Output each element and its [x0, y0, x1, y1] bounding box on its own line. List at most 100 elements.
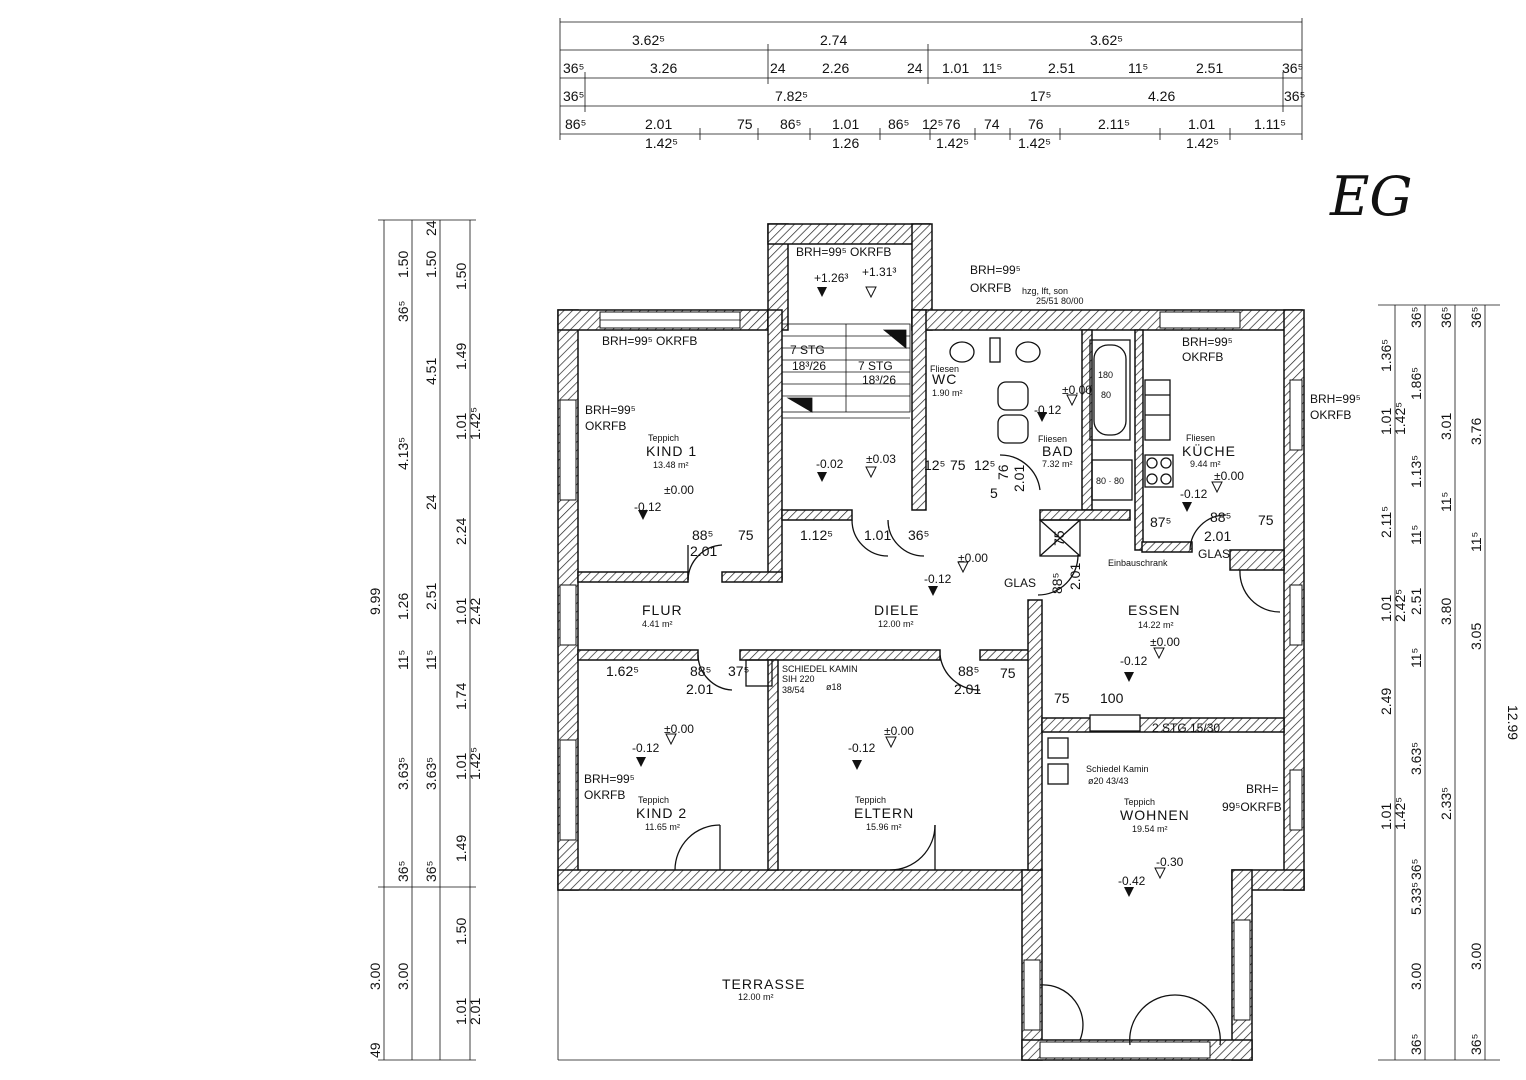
top-dim: 17⁵ [1030, 88, 1051, 104]
right-dim: 36⁵ [1468, 307, 1484, 328]
level-markers [636, 286, 1223, 897]
opening-dim: 75 [1000, 665, 1016, 681]
wall [767, 223, 931, 245]
opening-dim: 75 [738, 527, 754, 543]
opening-dim: 75 [950, 457, 966, 473]
left-dim: 2.42 [467, 598, 483, 625]
opening-dim: 36⁵ [908, 527, 929, 543]
level-value: ±0.00 [1062, 383, 1092, 397]
left-dim: 1.74 [453, 683, 469, 710]
bathtub-size: 80 [1101, 390, 1111, 400]
room-floor-type: Fliesen [930, 364, 959, 374]
shower-size: 80 · 80 [1096, 476, 1124, 486]
level-value: +1.26³ [814, 271, 848, 285]
top-dim: 1.11⁵ [1254, 116, 1286, 132]
left-dim: 1.49 [453, 835, 469, 862]
right-dim: 36⁵ [1438, 307, 1454, 328]
right-dim: 2.33⁵ [1438, 787, 1454, 820]
level-marker-icon [665, 733, 677, 746]
top-dim: 3.26 [650, 60, 677, 76]
level-marker-icon [1124, 672, 1134, 682]
level-marker-icon [636, 757, 646, 767]
opening-dim: 2.01 [1067, 563, 1083, 590]
room-area: 9.44 m² [1190, 459, 1221, 469]
brh-note: OKRFB [585, 419, 626, 433]
room-name: FLUR [642, 602, 683, 618]
right-dim: 3.00 [1468, 943, 1484, 970]
opening-dim: 75 [1258, 512, 1274, 528]
right-dim: 36⁵ [1408, 859, 1424, 880]
glass-note: GLAS [1198, 547, 1230, 561]
level-marker-icon [1037, 412, 1047, 422]
wall [781, 509, 853, 521]
opening-dim: 1.01 [864, 527, 891, 543]
left-dim: 3.63⁵ [395, 757, 411, 790]
top-dim: 86⁵ [780, 116, 801, 132]
opening-dim: 1.62⁵ [606, 663, 639, 679]
wall [577, 649, 699, 661]
right-dim: 2.42⁵ [1392, 589, 1408, 622]
opening-dim: 37⁵ [728, 663, 749, 679]
opening-dim: 100 [1100, 690, 1124, 706]
bathtub-size: 180 [1098, 370, 1113, 380]
right-dimension-labels: 1.36⁵ 1.01 1.42⁵ 1.13⁵ 2.11⁵ 1.01 2.42⁵ … [1378, 307, 1521, 1055]
right-dim: 36⁵ [1408, 1034, 1424, 1055]
left-dim: 1.01 [453, 413, 469, 440]
left-dim: 36⁵ [423, 861, 439, 882]
right-dim: 1.01 [1378, 595, 1394, 622]
duct-note: hzg, lft, son [1022, 286, 1068, 296]
level-marker-icon [638, 510, 648, 520]
top-dim: 1.42⁵ [1186, 135, 1219, 151]
cabinet-note: Einbauschrank [1108, 558, 1168, 568]
top-dim: 76 [1028, 116, 1044, 132]
right-dim: 3.80 [1438, 598, 1454, 625]
wall [739, 649, 941, 661]
top-dim: 36⁵ [1284, 88, 1305, 104]
level-value: -0.12 [1180, 487, 1208, 501]
brh-note: OKRFB [1310, 408, 1351, 422]
room-floor-type: Fliesen [1038, 434, 1067, 444]
level-value: -0.12 [848, 741, 876, 755]
brh-note: BRH=99⁵ OKRFB [796, 245, 891, 259]
top-dim: 2.26 [822, 60, 849, 76]
staircase [781, 323, 911, 419]
top-dim: 2.11⁵ [1098, 116, 1130, 132]
left-dim: 1.42⁵ [467, 747, 483, 780]
top-dim: 12⁵ [922, 116, 943, 132]
brh-note: BRH=99⁵ [585, 403, 636, 417]
level-marker-icon [957, 561, 969, 574]
room-floor-type: Teppich [638, 795, 669, 805]
level-marker-icon [865, 466, 877, 479]
level-marker-icon [1211, 481, 1223, 494]
top-dim: 76 [945, 116, 961, 132]
top-dim: 1.01 [1188, 116, 1215, 132]
level-value: +1.31³ [862, 265, 896, 279]
left-dim: 1.01 [453, 998, 469, 1025]
room-area: 12.00 m² [738, 992, 774, 1002]
right-dim: 1.42⁵ [1392, 402, 1408, 435]
room-name: ELTERN [854, 805, 914, 821]
top-dim: 1.01 [942, 60, 969, 76]
opening-dim: 88⁵ [692, 527, 713, 543]
left-dim: 36⁵ [395, 861, 411, 882]
sanitary-fixtures [745, 337, 1174, 785]
room-labels: BRH=99⁵ OKRFB BRH=99⁵ OKRFB Teppich KIND… [584, 245, 1361, 1002]
top-dim: 4.26 [1148, 88, 1175, 104]
top-dim: 75 [737, 116, 753, 132]
top-dim: 11⁵ [982, 60, 1002, 76]
top-dimension-labels: 3.62⁵ 2.74 3.62⁵ 36⁵ 3.26 24 2.26 24 1.0… [563, 32, 1305, 151]
left-dim: 24 [423, 494, 439, 510]
right-dimension-chains [1378, 304, 1500, 1061]
brh-note: OKRFB [1182, 350, 1223, 364]
room-name: KÜCHE [1182, 442, 1236, 459]
chimney-note: ø18 [826, 682, 842, 692]
room-name: TERRASSE [722, 976, 805, 992]
left-dim: 3.00 [367, 963, 383, 990]
opening-dim: 88⁵ [1210, 509, 1231, 525]
brh-note: OKRFB [970, 281, 1011, 295]
level-marker-icon [1154, 867, 1166, 880]
right-dim: 1.86⁵ [1408, 367, 1424, 400]
right-dim: 5.33⁵ [1408, 882, 1424, 915]
left-dim: 2.24 [453, 518, 469, 545]
